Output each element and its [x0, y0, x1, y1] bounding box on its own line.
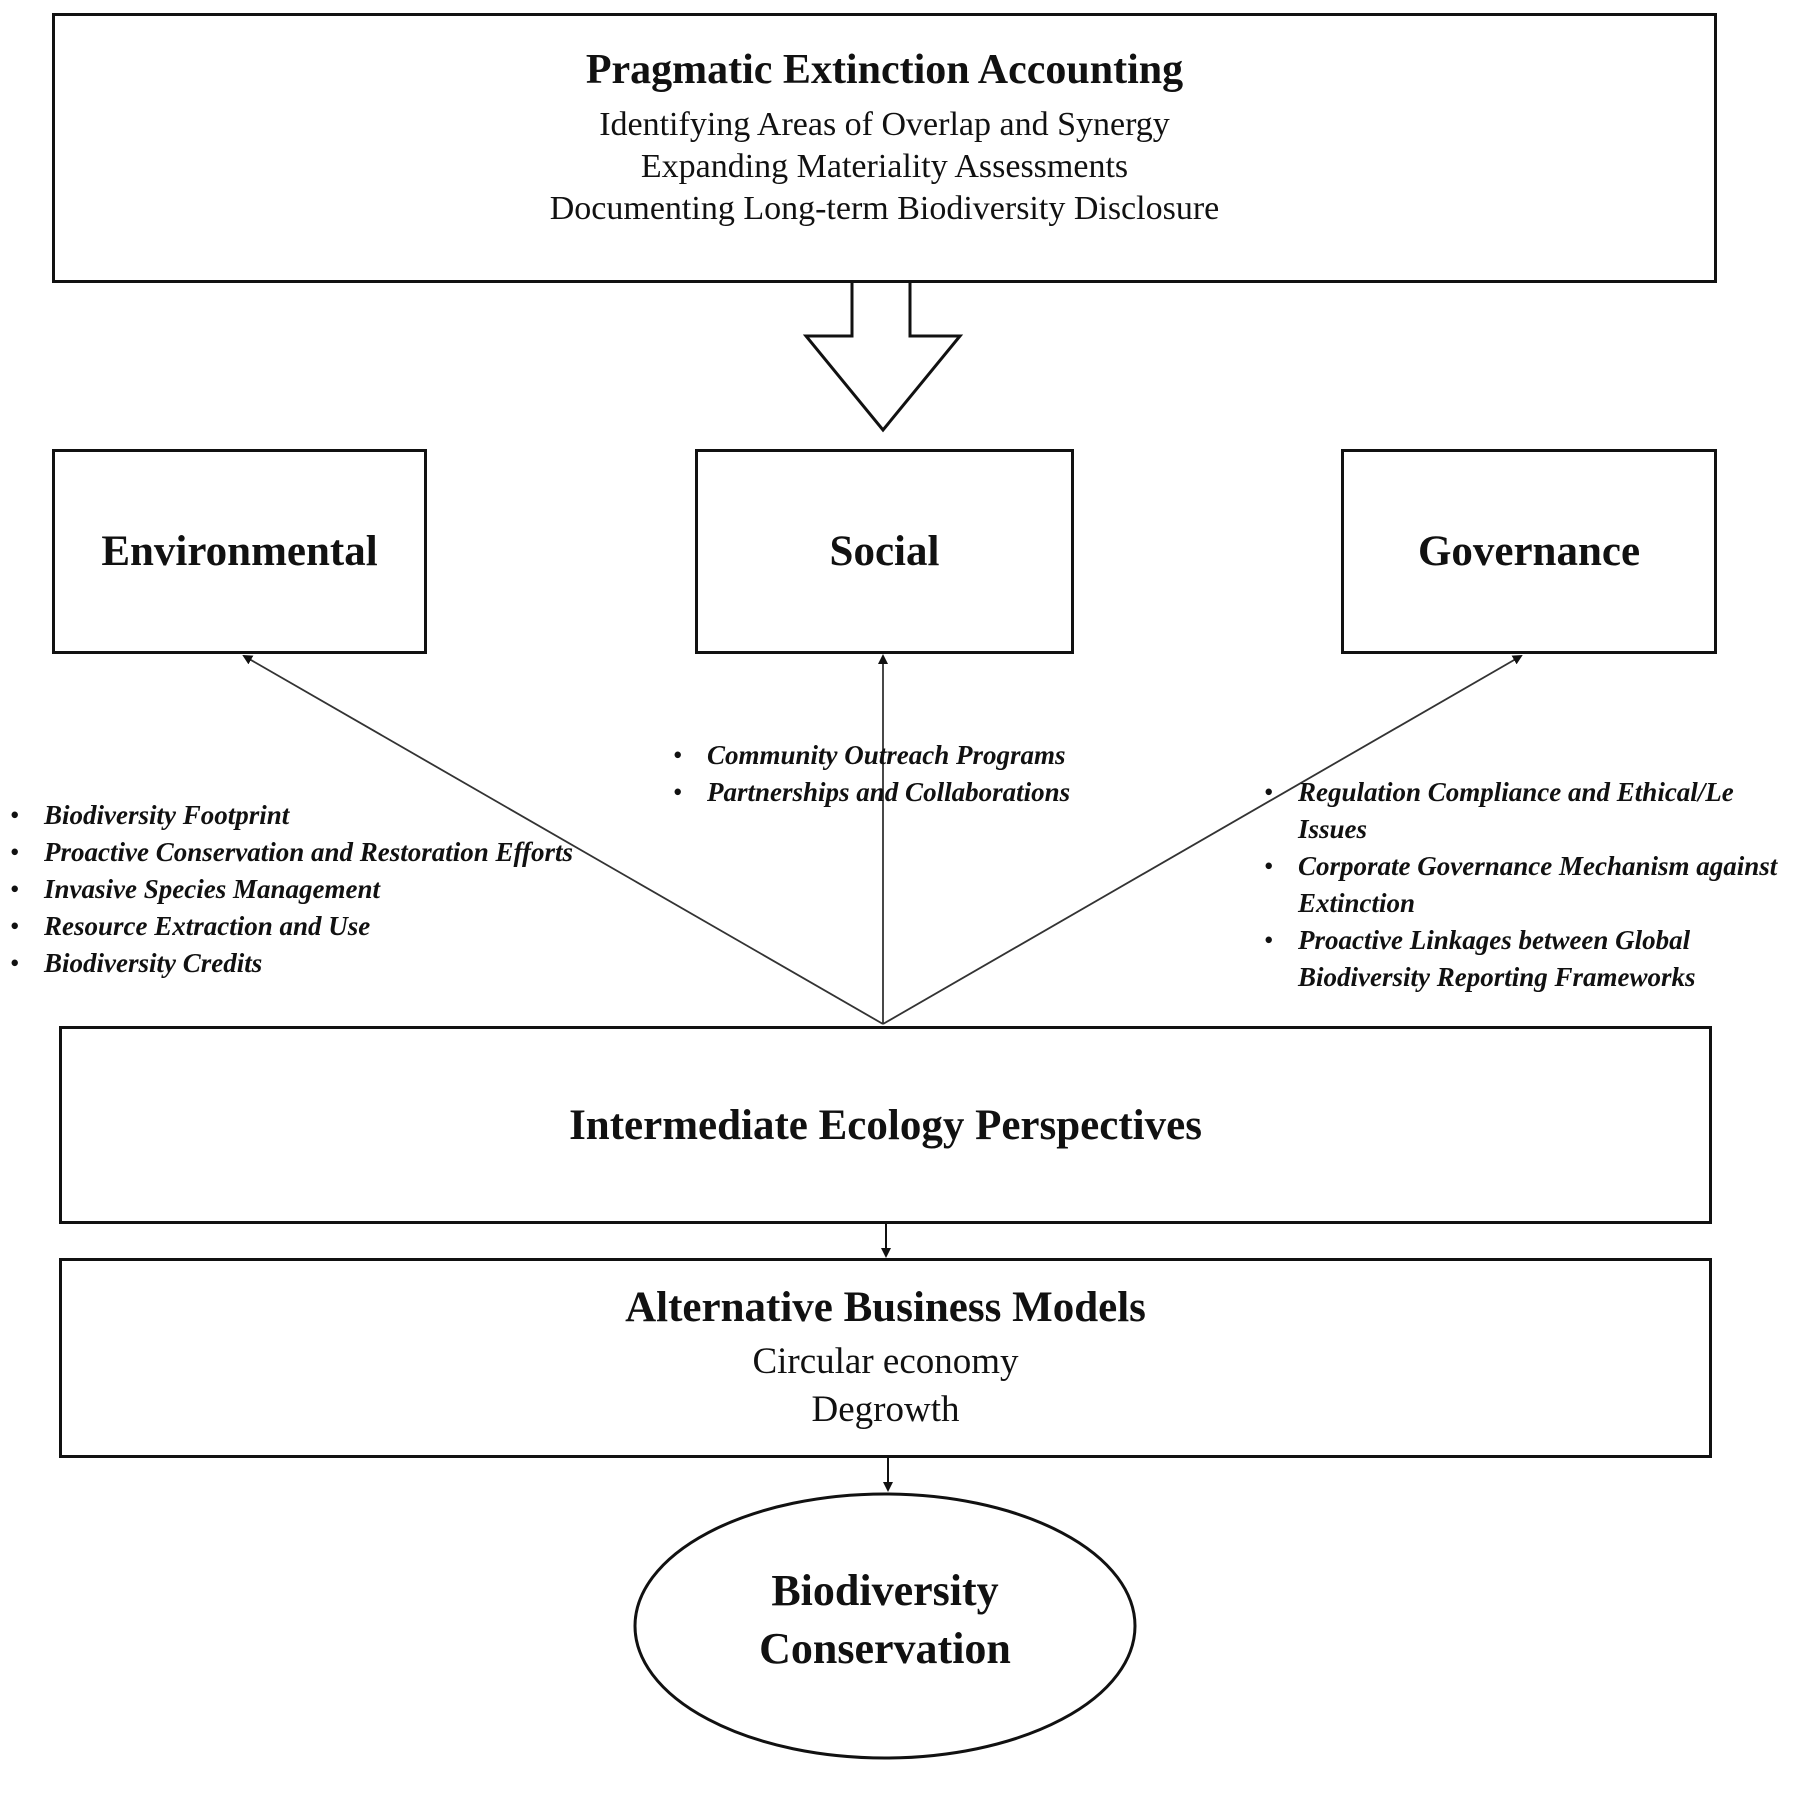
social-list: Community Outreach Programs Partnerships… — [673, 737, 1193, 811]
environmental-box: Environmental — [52, 449, 427, 654]
list-item: Biodiversity Credits — [10, 945, 730, 982]
environmental-list: Biodiversity Footprint Proactive Conserv… — [10, 797, 730, 982]
list-item: Corporate Governance Mechanism against E… — [1264, 848, 1794, 922]
intermediate-ecology-box: Intermediate Ecology Perspectives — [59, 1026, 1712, 1224]
big-down-arrow — [802, 278, 964, 433]
conservation-ellipse — [633, 1492, 1137, 1760]
alternative-business-models-box: Alternative Business Models Circular eco… — [59, 1258, 1712, 1458]
social-box: Social — [695, 449, 1074, 654]
conservation-line-2: Conservation — [759, 1624, 1011, 1673]
conservation-label: Biodiversity Conservation — [635, 1562, 1135, 1678]
intermediate-title: Intermediate Ecology Perspectives — [569, 1101, 1202, 1149]
top-line-3: Documenting Long-term Biodiversity Discl… — [549, 190, 1220, 227]
top-line-1: Identifying Areas of Overlap and Synergy — [599, 106, 1170, 143]
arrow-to-governance — [882, 655, 1523, 1025]
alternative-title: Alternative Business Models — [625, 1284, 1146, 1331]
list-item: Community Outreach Programs — [673, 737, 1193, 774]
list-item: Regulation Compliance and Ethical/Le Iss… — [1264, 774, 1794, 848]
alternative-line-2: Degrowth — [811, 1389, 960, 1430]
list-item: Partnerships and Collaborations — [673, 774, 1193, 811]
social-label: Social — [829, 528, 940, 575]
top-title: Pragmatic Extinction Accounting — [585, 47, 1184, 93]
pragmatic-extinction-accounting-box: Pragmatic Extinction Accounting Identify… — [52, 13, 1717, 283]
alternative-line-1: Circular economy — [752, 1341, 1019, 1382]
governance-list: Regulation Compliance and Ethical/Le Iss… — [1264, 774, 1794, 996]
list-item: Proactive Conservation and Restoration E… — [10, 834, 730, 871]
list-item: Resource Extraction and Use — [10, 908, 730, 945]
conservation-line-1: Biodiversity — [771, 1566, 999, 1615]
environmental-label: Environmental — [101, 528, 378, 575]
list-item: Invasive Species Management — [10, 871, 730, 908]
list-item: Proactive Linkages between Global Biodiv… — [1264, 922, 1794, 996]
top-line-2: Expanding Materiality Assessments — [640, 148, 1129, 185]
governance-box: Governance — [1341, 449, 1717, 654]
governance-label: Governance — [1417, 528, 1641, 575]
list-item: Biodiversity Footprint — [10, 797, 730, 834]
